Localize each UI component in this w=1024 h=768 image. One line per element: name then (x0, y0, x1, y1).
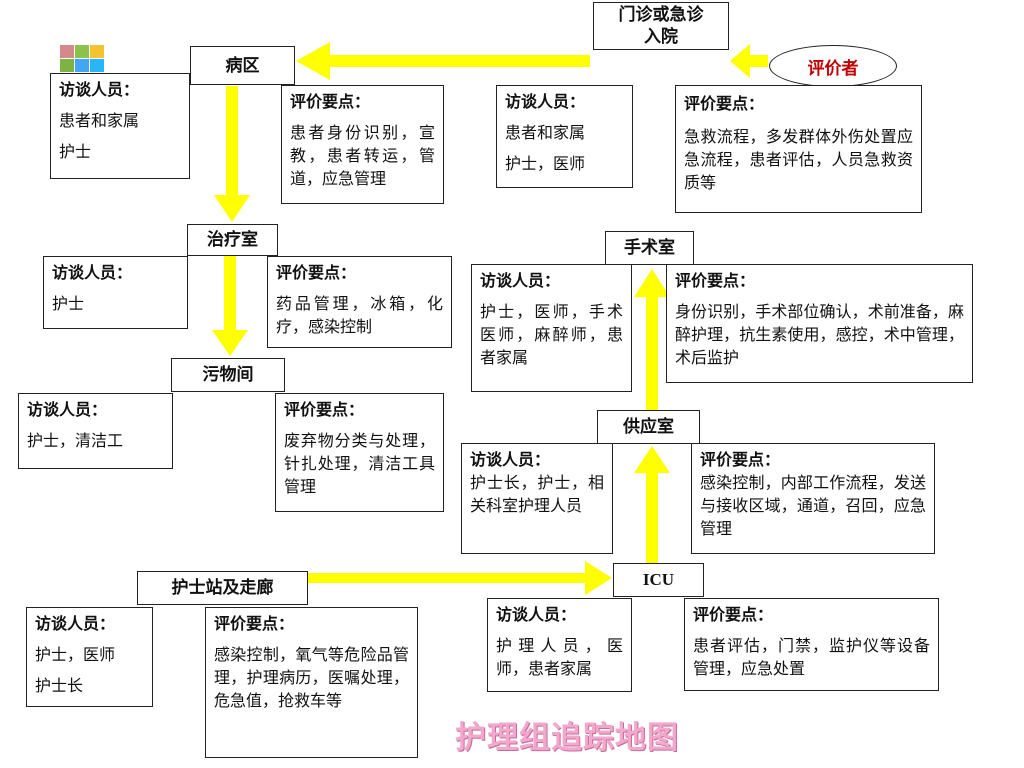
node-station-label: 护士站及走廊 (171, 578, 274, 598)
evaluator-ellipse: 评价者 (769, 45, 897, 87)
ward-points-header: 评价要点： (290, 92, 371, 111)
dirty-points-text: 废弃物分类与处理，针扎处理，清洁工具管理 (284, 431, 435, 496)
or-points-header: 评价要点： (675, 271, 756, 290)
icu-points-text: 患者评估，门禁，监护仪等设备管理，应急处置 (693, 636, 930, 678)
or-points-box: 评价要点： 身份识别，手术部位确认，术前准备，麻醉护理，抗生素使用，感控，术中管… (666, 264, 973, 383)
icu-interview-box: 访谈人员： 护理人员，医师，患者家属 (487, 598, 632, 692)
emergency-points-box: 评价要点： 急救流程，多发群体外伤处置应急流程，患者评估，人员急救资质等 (675, 85, 922, 213)
supply-interview-box: 访谈人员： 护士长，护士，相关科室护理人员 (461, 443, 613, 554)
supply-points-header: 评价要点： (700, 450, 781, 469)
treatment-interview-box: 访谈人员： 护士 (43, 256, 188, 329)
station-points-header: 评价要点： (214, 614, 295, 633)
dirty-points-header: 评价要点： (284, 400, 365, 419)
or-interview-box: 访谈人员： 护士，医师，手术医师，麻醉师，患者家属 (471, 264, 632, 392)
arrow-supply-to-or (634, 269, 670, 410)
emergency-interview-line-1: 患者和家属 (505, 123, 586, 142)
station-points-box: 评价要点： 感染控制，氧气等危险品管理，护理病历，医嘱处理，危急值，抢救车等 (205, 607, 418, 758)
dirty-interview-line-1: 护士，清洁工 (27, 431, 124, 450)
icu-points-box: 评价要点： 患者评估，门禁，监护仪等设备管理，应急处置 (684, 598, 939, 691)
page-title: 护理组追踪地图 (455, 720, 679, 756)
ward-interview-line-2: 护士 (59, 142, 92, 161)
dirty-points-box: 评价要点： 废弃物分类与处理，针扎处理，清洁工具管理 (275, 393, 444, 512)
station-interview-box: 访谈人员： 护士，医师 护士长 (26, 607, 153, 707)
node-or-label: 手术室 (624, 238, 675, 258)
emergency-interview-box: 访谈人员： 患者和家属 护士，医师 (496, 85, 633, 188)
ward-interview-header: 访谈人员： (59, 80, 140, 99)
ward-interview-line-1: 患者和家属 (59, 111, 140, 130)
supply-interview-text: 护士长，护士，相关科室护理人员 (470, 473, 604, 515)
node-treatment-label: 治疗室 (207, 230, 258, 250)
arrow-evaluator-to-emergency-shape (730, 44, 768, 78)
node-treatment: 治疗室 (187, 224, 278, 256)
node-icu: ICU (613, 563, 704, 597)
node-supply-label: 供应室 (623, 417, 674, 437)
node-ward-label: 病区 (225, 55, 260, 76)
node-icu-label: ICU (642, 570, 675, 589)
treatment-points-text: 药品管理，冰箱，化疗，感染控制 (276, 294, 443, 336)
node-supply: 供应室 (597, 410, 700, 444)
arrow-ward-to-treatment (214, 86, 250, 222)
station-points-text: 感染控制，氧气等危险品管理，护理病历，医嘱处理，危急值，抢救车等 (214, 645, 409, 710)
arrow-icu-to-supply (634, 446, 670, 565)
supply-interview-header: 访谈人员： (470, 450, 551, 469)
evaluator-label: 评价者 (807, 58, 859, 79)
station-interview-line-1: 护士，医师 (35, 645, 116, 664)
node-dirty: 污物间 (171, 358, 285, 392)
supply-points-box: 评价要点： 感染控制，内部工作流程，发送与接收区域，通道，召回，应急管理 (691, 443, 935, 554)
dirty-interview-box: 访谈人员： 护士，清洁工 (18, 393, 173, 469)
emergency-interview-header: 访谈人员： (505, 92, 586, 111)
emergency-interview-line-2: 护士，医师 (505, 154, 586, 173)
node-ward: 病区 (190, 46, 295, 85)
supply-points-text: 感染控制，内部工作流程，发送与接收区域，通道，召回，应急管理 (700, 473, 926, 538)
node-emergency-label: 门诊或急诊入院 (618, 5, 704, 47)
arrow-emergency-to-ward (296, 42, 590, 80)
treatment-interview-header: 访谈人员： (52, 263, 133, 282)
treatment-interview-line-1: 护士 (52, 294, 85, 313)
treatment-points-header: 评价要点： (276, 263, 357, 282)
or-interview-text: 护士，医师，手术医师，麻醉师，患者家属 (480, 302, 623, 367)
logo-squares-icon (60, 45, 106, 73)
or-interview-header: 访谈人员： (480, 271, 561, 290)
node-dirty-label: 污物间 (202, 365, 254, 385)
emergency-points-header: 评价要点： (684, 94, 765, 113)
treatment-points-box: 评价要点： 药品管理，冰箱，化疗，感染控制 (267, 256, 452, 348)
arrow-treatment-to-dirty (212, 254, 248, 356)
ward-points-box: 评价要点： 患者身份识别，宣教，患者转运，管道，应急管理 (281, 85, 444, 204)
station-interview-header: 访谈人员： (35, 614, 116, 633)
arrow-station-to-icu (308, 561, 612, 595)
node-emergency: 门诊或急诊入院 (593, 2, 729, 50)
or-points-text: 身份识别，手术部位确认，术前准备，麻醉护理，抗生素使用，感控，术中管理，术后监护 (675, 302, 964, 367)
icu-interview-text: 护理人员，医师，患者家属 (496, 636, 623, 678)
node-station: 护士站及走廊 (137, 571, 308, 605)
dirty-interview-header: 访谈人员： (27, 400, 108, 419)
station-interview-line-2: 护士长 (35, 676, 84, 695)
ward-interview-box: 访谈人员： 患者和家属 护士 (50, 73, 190, 179)
icu-interview-header: 访谈人员： (496, 605, 577, 624)
emergency-points-text: 急救流程，多发群体外伤处置应急流程，患者评估，人员急救资质等 (684, 127, 913, 192)
node-or: 手术室 (605, 231, 694, 265)
ward-points-text: 患者身份识别，宣教，患者转运，管道，应急管理 (290, 123, 435, 188)
icu-points-header: 评价要点： (693, 605, 774, 624)
